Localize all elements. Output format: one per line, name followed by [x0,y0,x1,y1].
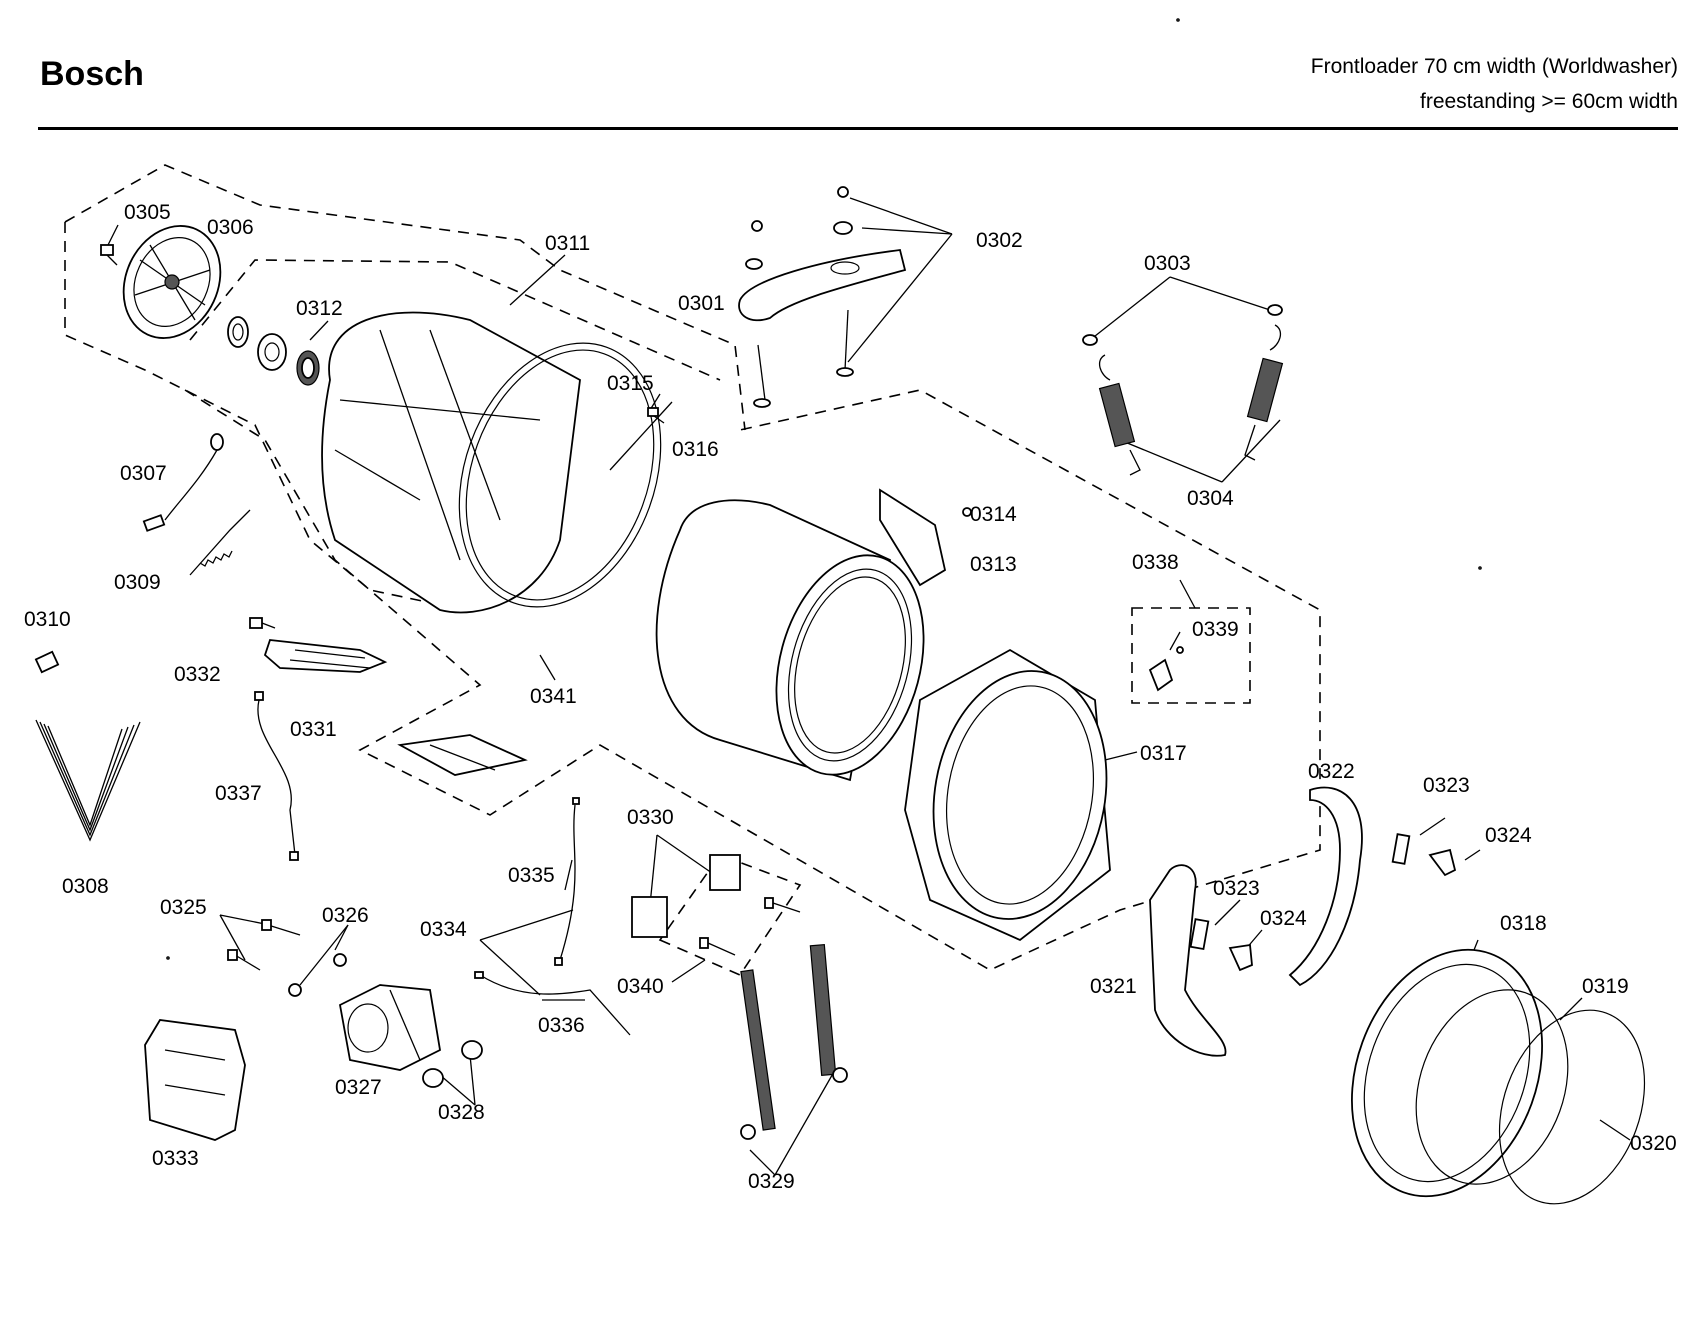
plates-screws-0323-0324 [1189,833,1457,972]
leader-lines [107,197,1631,1176]
heater-bracket [397,734,528,776]
shock-absorbers-0329 [740,943,848,1140]
tub-seal-0316-0341 [458,342,662,608]
wire-0337 [254,691,299,861]
label-0314[interactable]: 0314 [970,503,1017,526]
label-0334[interactable]: 0334 [420,918,467,941]
label-0311[interactable]: 0311 [545,232,590,255]
lock-0339 [1148,646,1184,692]
label-0331[interactable]: 0331 [290,718,337,741]
label-0338[interactable]: 0338 [1132,551,1179,574]
label-0323a[interactable]: 0323 [1423,774,1470,797]
label-0326[interactable]: 0326 [322,904,369,927]
spring-0309 [189,509,251,576]
label-0306[interactable]: 0306 [207,216,254,239]
rear-tub-0311 [321,311,581,614]
part-0310 [34,650,60,674]
label-0337[interactable]: 0337 [215,782,262,805]
motor-0327 [338,984,441,1071]
label-0321[interactable]: 0321 [1090,975,1137,998]
label-0322[interactable]: 0322 [1308,760,1355,783]
label-0325[interactable]: 0325 [160,896,207,919]
drum-0313-0314 [655,488,972,782]
label-0332[interactable]: 0332 [174,663,221,686]
belt-0308 [35,719,141,842]
brackets-0330 [631,854,741,938]
label-0341[interactable]: 0341 [530,685,577,708]
screw-0305 [100,244,118,266]
label-0336[interactable]: 0336 [538,1014,585,1037]
label-0327[interactable]: 0327 [335,1076,382,1099]
screws-0325-0326 [227,919,347,997]
label-0340[interactable]: 0340 [617,975,664,998]
clip-0307 [142,433,224,532]
label-0308[interactable]: 0308 [62,875,109,898]
label-0303[interactable]: 0303 [1144,252,1191,275]
heater-0331 [263,639,388,673]
outer-tub-outline-lower [64,222,466,611]
label-0307[interactable]: 0307 [120,462,167,485]
hinge-0322 [1288,786,1363,987]
label-0333[interactable]: 0333 [152,1147,199,1170]
wires-0334-0335-0336 [474,797,631,1036]
label-0302[interactable]: 0302 [976,229,1023,252]
label-0301[interactable]: 0301 [678,292,725,315]
door-0318-0319-0320 [1351,948,1646,1205]
brand-title: Bosch [40,55,144,93]
assembly-outlines [64,164,1321,977]
label-0335[interactable]: 0335 [508,864,555,887]
label-0324b[interactable]: 0324 [1260,907,1307,930]
label-0316[interactable]: 0316 [672,438,719,461]
label-0315[interactable]: 0315 [607,372,654,395]
label-0313[interactable]: 0313 [970,553,1017,576]
label-0330[interactable]: 0330 [627,806,674,829]
drum-outline [184,389,1321,971]
inner-tub-outline [189,259,721,381]
label-0310[interactable]: 0310 [24,608,71,631]
bracket-assembly-outline [658,854,802,977]
label-0329[interactable]: 0329 [748,1170,795,1193]
label-0305[interactable]: 0305 [124,201,171,224]
front-tub-0317 [904,648,1111,942]
label-0309[interactable]: 0309 [114,571,161,594]
part-labels: 0305 0306 0311 0312 0301 0302 0303 0315 … [24,201,1677,1193]
screw-0315 [647,407,665,424]
label-0317[interactable]: 0317 [1140,742,1187,765]
label-0339[interactable]: 0339 [1192,618,1239,641]
bearings-0312 [227,316,320,386]
lock-assembly-outline [1131,607,1251,704]
label-0319[interactable]: 0319 [1582,975,1629,998]
model-description-line2: freestanding >= 60cm width [1420,90,1678,113]
model-description-line1: Frontloader 70 cm width (Worldwasher) [1310,55,1678,78]
label-0320[interactable]: 0320 [1630,1132,1677,1155]
outer-tub-outline [64,164,746,431]
counterweight-0301 [738,186,907,408]
grommets-0328 [422,1040,483,1088]
label-0312[interactable]: 0312 [296,297,343,320]
bolts-0340 [699,897,801,956]
stray-dots [166,18,1482,960]
control-module-0333 [144,1019,246,1141]
sensor-0332 [249,617,276,629]
label-0323b[interactable]: 0323 [1213,877,1260,900]
springs-0303-0304 [1082,304,1284,476]
hinge-0321 [1149,864,1227,1057]
label-0328[interactable]: 0328 [438,1101,485,1124]
label-0324a[interactable]: 0324 [1485,824,1532,847]
pulley-0306 [122,225,222,339]
label-0304[interactable]: 0304 [1187,487,1234,510]
label-0318[interactable]: 0318 [1500,912,1547,935]
header-rule [38,127,1678,130]
